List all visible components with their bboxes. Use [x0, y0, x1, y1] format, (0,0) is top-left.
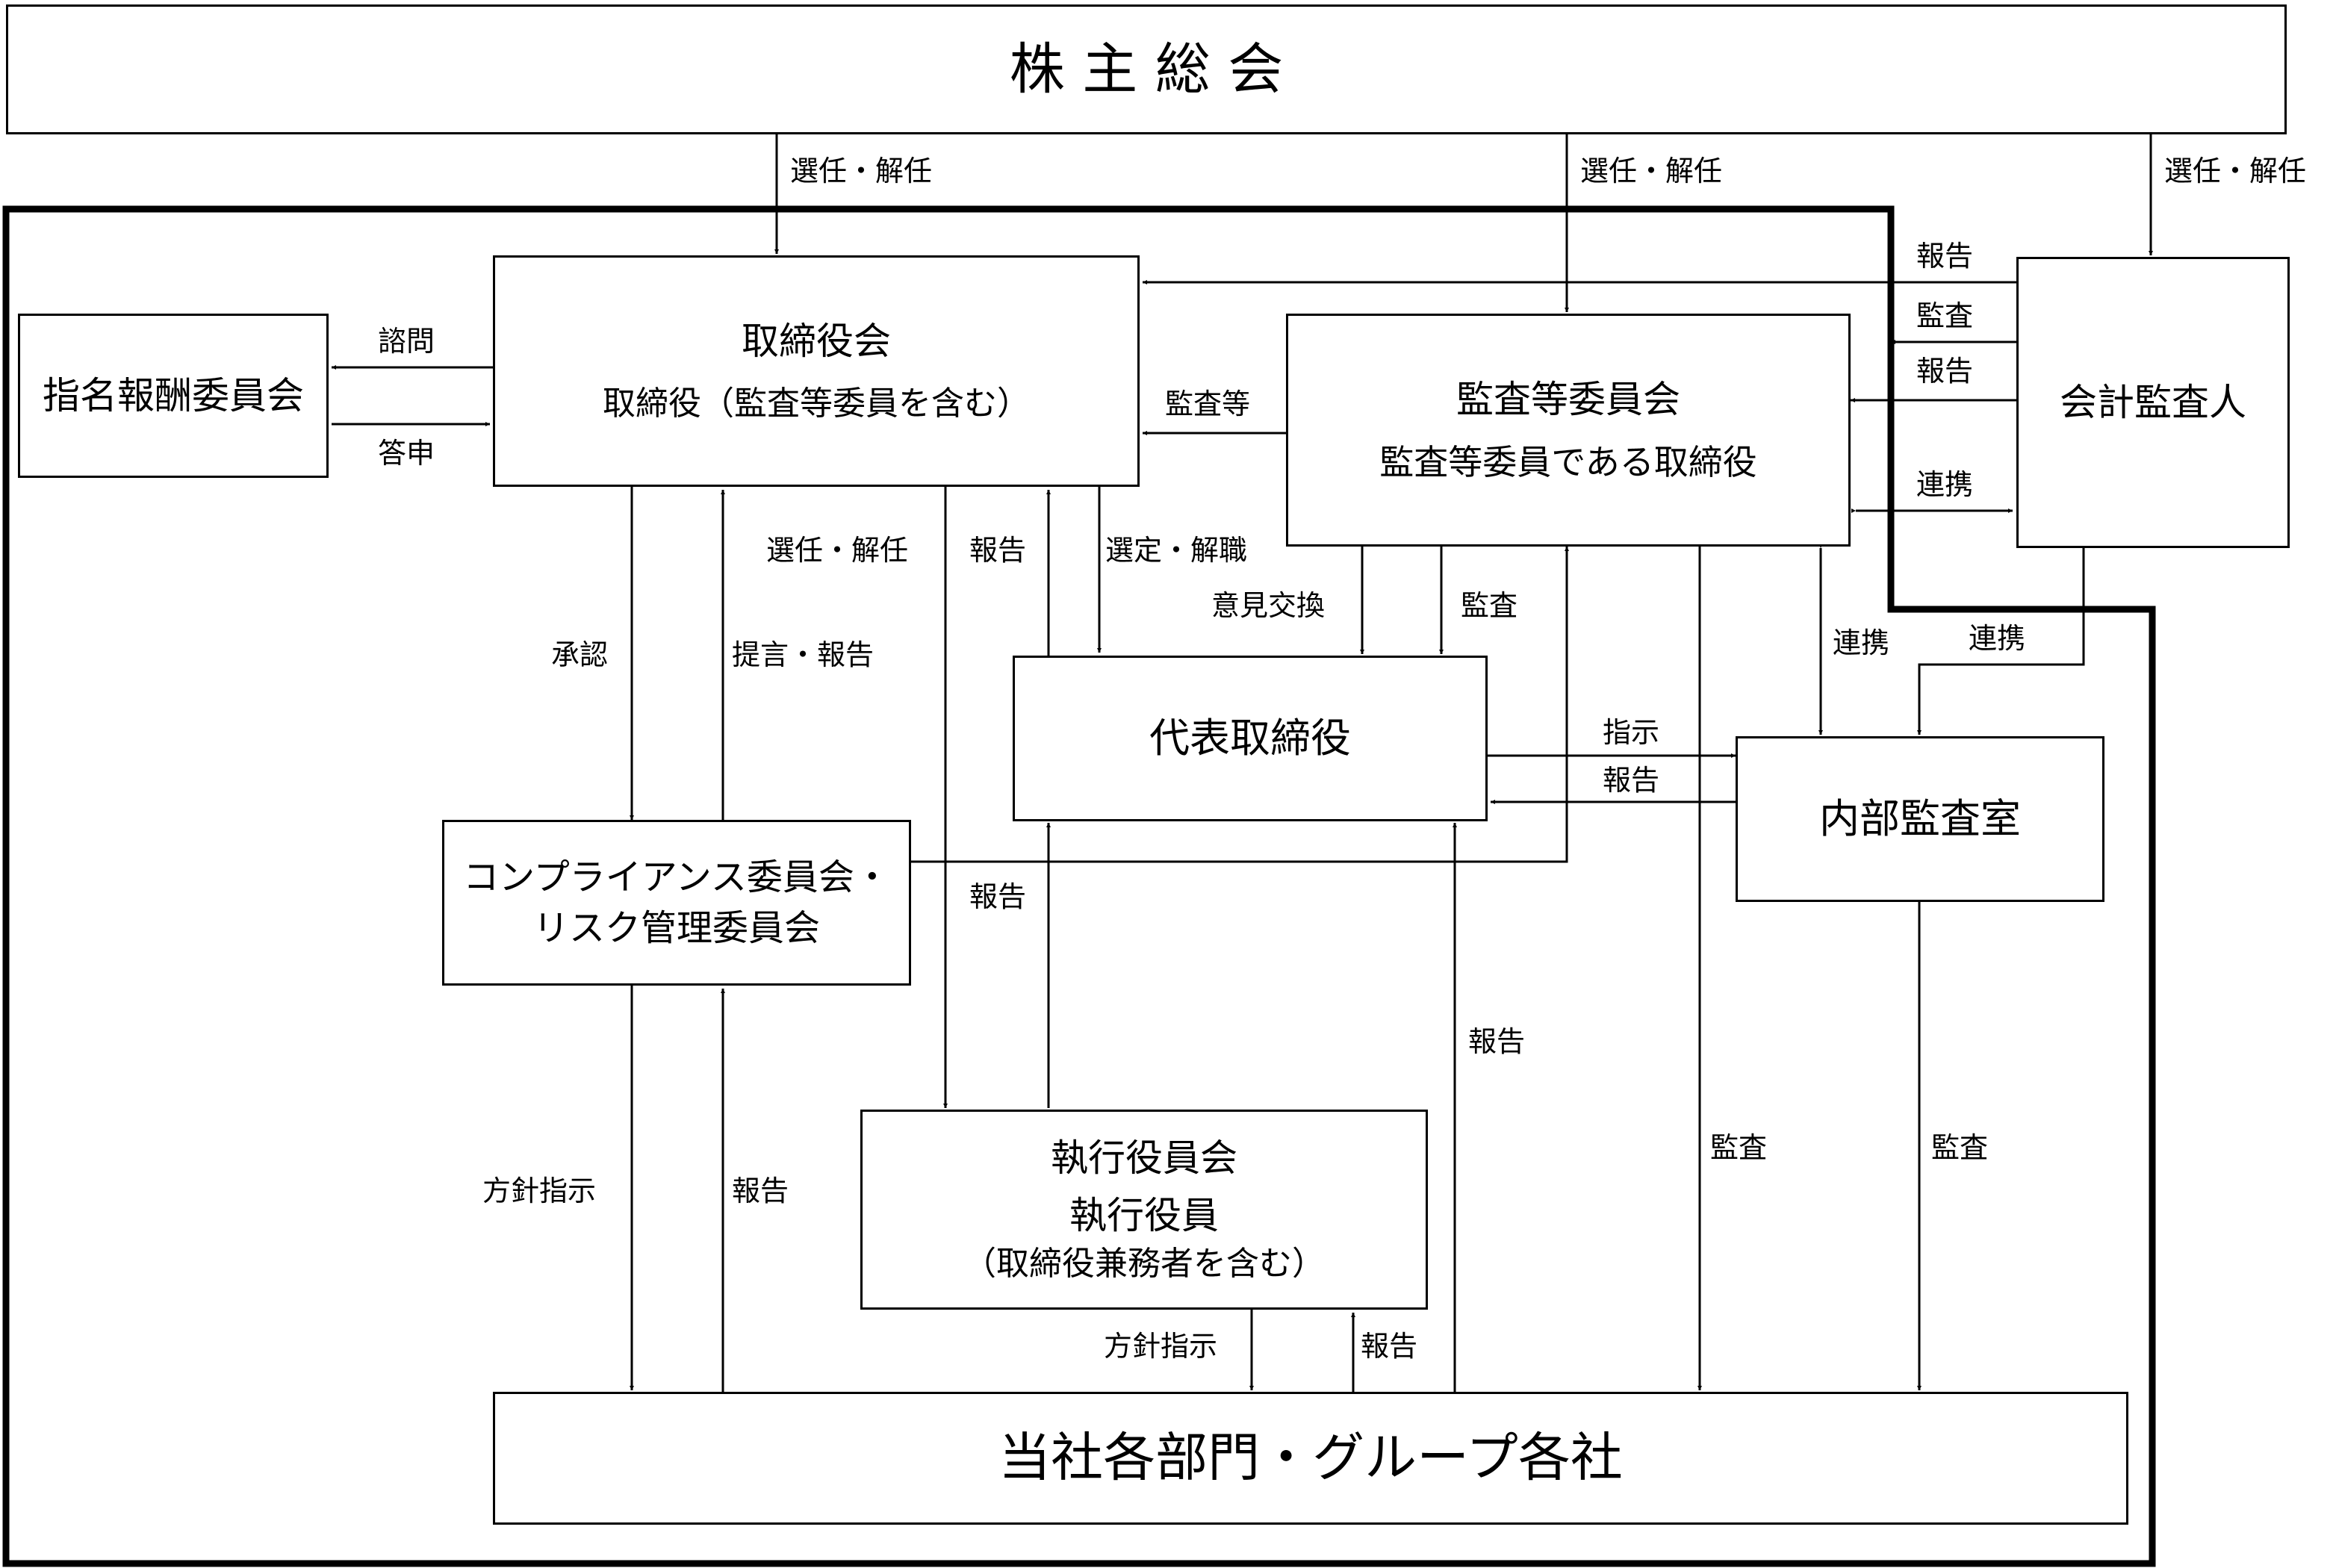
compliance-committee-line1: コンプライアンス委員会・: [463, 856, 890, 898]
line-compliance-audit: [911, 547, 1569, 863]
executive-officers-note: （取締役兼務者を含む）: [963, 1245, 1325, 1283]
audit-committee-title: 監査等委員会: [1456, 378, 1680, 421]
label-policy-exec: 方針指示: [1104, 1330, 1218, 1363]
accounting-auditor-box: 会計監査人: [2016, 257, 2290, 548]
internal-audit-office-box: 内部監査室: [1736, 736, 2104, 902]
company-boundary: [2, 205, 2156, 1567]
label-accounting-report-audit: 報告: [1916, 355, 1974, 388]
label-exec-report-rep: 報告: [969, 880, 1027, 913]
internal-audit-office-label: 内部監査室: [1819, 795, 2021, 843]
label-rep-report-board: 報告: [969, 534, 1027, 567]
executive-committee-box: 執行役員会 執行役員 （取締役兼務者を含む）: [860, 1110, 1428, 1310]
label-report-exec: 報告: [1361, 1330, 1418, 1363]
label-policy-compliance: 方針指示: [482, 1175, 597, 1207]
nomination-committee-box: 指名報酬委員会: [18, 314, 329, 478]
audit-committee-subtitle: 監査等委員である取締役: [1379, 441, 1757, 482]
label-consult: 諮問: [378, 325, 435, 358]
representative-director-label: 代表取締役: [1149, 715, 1351, 762]
label-instruction: 指示: [1603, 716, 1660, 749]
shareholders-meeting-label: 株 主 総 会: [1009, 37, 1284, 102]
label-accounting-audit: 監査: [1916, 299, 1974, 332]
label-audit-etc: 監査等: [1165, 388, 1251, 420]
board-of-directors-box: 取締役会 取締役（監査等委員を含む）: [493, 255, 1140, 487]
label-board-elect-exec: 選任・解任: [766, 534, 909, 567]
label-audit-committee-audit-dept: 監査: [1710, 1131, 1768, 1164]
label-accounting-cooperation: 連携: [1916, 468, 1974, 501]
label-elect-board: 選任・解任: [790, 155, 933, 187]
label-internal-report: 報告: [1603, 764, 1660, 797]
nomination-committee-label: 指名報酬委員会: [43, 373, 304, 417]
label-cooperation-accounting-internal: 連携: [1969, 622, 2026, 655]
label-proposal-report: 提言・報告: [732, 638, 875, 671]
executive-officers-label: 執行役員: [1069, 1193, 1219, 1237]
label-cooperation-internal: 連携: [1833, 626, 1890, 659]
departments-group-box: 当社各部門・グループ各社: [493, 1392, 2128, 1525]
label-audit-rep: 監査: [1461, 589, 1518, 622]
label-elect-audit: 選任・解任: [1580, 155, 1723, 187]
label-answer: 答申: [378, 437, 435, 470]
audit-committee-box: 監査等委員会 監査等委員である取締役: [1286, 314, 1851, 547]
label-approval: 承認: [551, 638, 609, 671]
compliance-committee-box: コンプライアンス委員会・ リスク管理委員会: [442, 820, 911, 986]
label-report-compliance: 報告: [732, 1175, 789, 1207]
accounting-auditor-label: 会計監査人: [2060, 380, 2246, 424]
label-dept-report-rep: 報告: [1468, 1025, 1526, 1058]
label-elect-accounting: 選任・解任: [2164, 155, 2307, 187]
representative-director-box: 代表取締役: [1013, 656, 1488, 821]
label-accounting-report-board: 報告: [1916, 240, 1974, 273]
label-internal-audit-dept: 監査: [1931, 1131, 1989, 1164]
board-title: 取締役会: [742, 320, 891, 364]
compliance-committee-line2: リスク管理委員会: [532, 907, 820, 949]
board-subtitle: 取締役（監査等委員を含む）: [603, 384, 1030, 423]
label-opinion-exchange: 意見交換: [1211, 589, 1326, 622]
label-board-select-rep: 選定・解職: [1105, 534, 1248, 567]
departments-group-label: 当社各部門・グループ各社: [998, 1427, 1623, 1489]
executive-committee-title: 執行役員会: [1051, 1136, 1237, 1180]
shareholders-meeting-box: 株 主 総 会: [6, 4, 2287, 134]
arrow-cooperation-accounting-internal: [1917, 544, 2086, 735]
